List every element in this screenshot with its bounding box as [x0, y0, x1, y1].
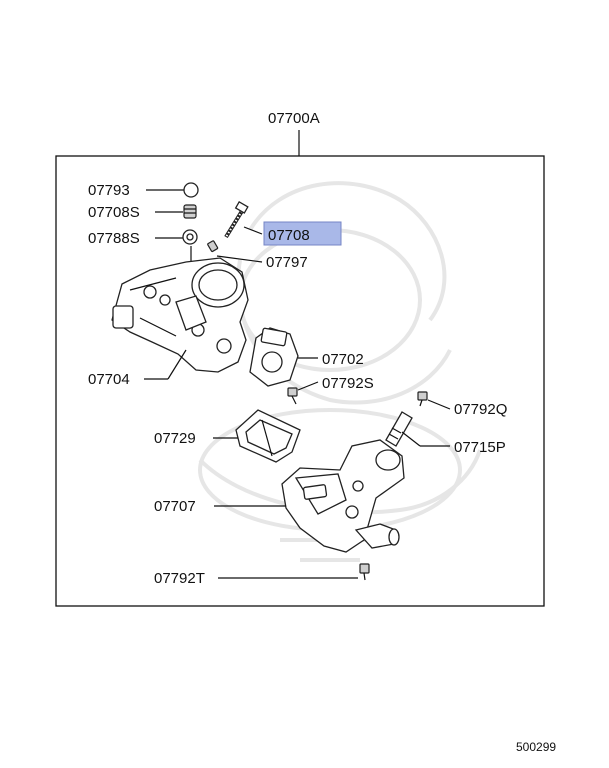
label-07792Q[interactable]: 07792Q [454, 401, 507, 418]
label-07708[interactable]: 07708 [268, 227, 310, 244]
part-07792S-screw[interactable] [287, 387, 298, 405]
part-07707-valve[interactable] [281, 439, 405, 553]
part-07715P-tube[interactable] [385, 411, 413, 447]
label-07729[interactable]: 07729 [154, 430, 196, 447]
leader-07708 [243, 226, 263, 235]
part-07729-gasket[interactable] [235, 409, 301, 463]
label-07797[interactable]: 07797 [266, 254, 308, 271]
label-07708S[interactable]: 07708S [88, 204, 140, 221]
part-07702-sensor[interactable] [249, 327, 299, 387]
label-07707[interactable]: 07707 [154, 498, 196, 515]
part-07793-cap[interactable] [183, 182, 199, 198]
leader-07704-b [167, 349, 187, 380]
leader-07797 [216, 255, 263, 263]
label-07715P[interactable]: 07715P [454, 439, 506, 456]
label-07792T[interactable]: 07792T [154, 570, 205, 587]
part-07792Q-screw[interactable] [417, 391, 428, 407]
part-07708-bolt[interactable] [224, 201, 249, 239]
leader-07715P [401, 431, 421, 447]
leader-07792Q [427, 399, 451, 410]
label-07702[interactable]: 07702 [322, 351, 364, 368]
diagram-number: 500299 [516, 740, 556, 754]
label-07793[interactable]: 07793 [88, 182, 130, 199]
part-07792T-screw[interactable] [359, 563, 370, 581]
label-07792S[interactable]: 07792S [322, 375, 374, 392]
label-07704[interactable]: 07704 [88, 371, 130, 388]
part-07708S-screw[interactable] [183, 204, 197, 219]
part-07788S-washer[interactable] [182, 229, 198, 245]
part-07704-throttle-body[interactable] [111, 257, 249, 373]
highlight-07708 [263, 221, 342, 246]
label-07788S[interactable]: 07788S [88, 230, 140, 247]
part-07797-pin[interactable] [207, 240, 219, 253]
assembly-frame [55, 155, 545, 607]
leader-07792S [297, 381, 319, 391]
label-07700A[interactable]: 07700A [268, 110, 320, 127]
